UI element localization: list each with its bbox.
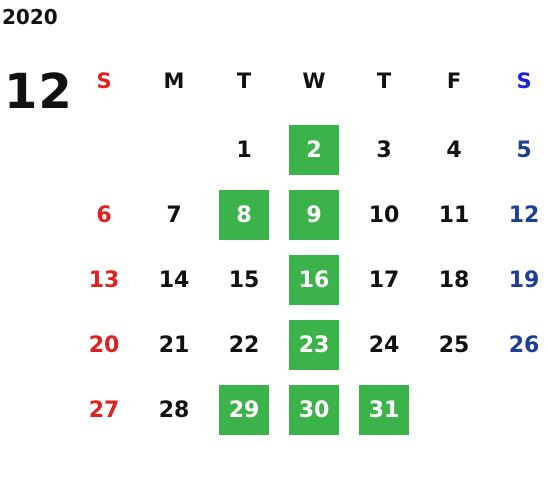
day-cell[interactable]: 19 (508, 267, 540, 293)
weekday-header-monday: M (163, 69, 185, 93)
day-cell[interactable]: 10 (368, 202, 400, 228)
day-cell[interactable]: 28 (158, 397, 190, 423)
highlighted-day-cell[interactable]: 9 (289, 190, 339, 240)
highlighted-day-cell[interactable]: 23 (289, 320, 339, 370)
day-cell[interactable]: 4 (446, 137, 462, 163)
day-cell[interactable]: 20 (88, 332, 120, 358)
highlighted-day-cell[interactable]: 8 (219, 190, 269, 240)
day-cell[interactable]: 7 (166, 202, 182, 228)
day-cell[interactable]: 13 (88, 267, 120, 293)
day-cell[interactable]: 14 (158, 267, 190, 293)
day-cell[interactable]: 24 (368, 332, 400, 358)
day-cell[interactable]: 6 (96, 202, 112, 228)
weekday-header-tuesday: T (236, 69, 252, 93)
day-cell[interactable]: 21 (158, 332, 190, 358)
month-number: 12 (4, 64, 73, 120)
highlighted-day-cell[interactable]: 2 (289, 125, 339, 175)
year-label: 2020 (2, 5, 58, 29)
weekday-header-saturday: S (516, 69, 532, 93)
day-cell[interactable]: 22 (228, 332, 260, 358)
day-cell[interactable]: 18 (438, 267, 470, 293)
day-cell[interactable]: 17 (368, 267, 400, 293)
day-cell[interactable]: 25 (438, 332, 470, 358)
day-cell[interactable]: 15 (228, 267, 260, 293)
day-cell[interactable]: 11 (438, 202, 470, 228)
highlighted-day-cell[interactable]: 31 (359, 385, 409, 435)
day-cell[interactable]: 1 (236, 137, 252, 163)
day-cell[interactable]: 3 (376, 137, 392, 163)
weekday-header-friday: F (446, 69, 462, 93)
day-cell[interactable]: 12 (508, 202, 540, 228)
highlighted-day-cell[interactable]: 30 (289, 385, 339, 435)
weekday-header-thursday: T (376, 69, 392, 93)
day-cell[interactable]: 5 (516, 137, 532, 163)
highlighted-day-cell[interactable]: 16 (289, 255, 339, 305)
day-cell[interactable]: 26 (508, 332, 540, 358)
weekday-header-wednesday: W (302, 69, 326, 93)
day-cell[interactable]: 27 (88, 397, 120, 423)
weekday-header-sunday: S (96, 69, 112, 93)
highlighted-day-cell[interactable]: 29 (219, 385, 269, 435)
